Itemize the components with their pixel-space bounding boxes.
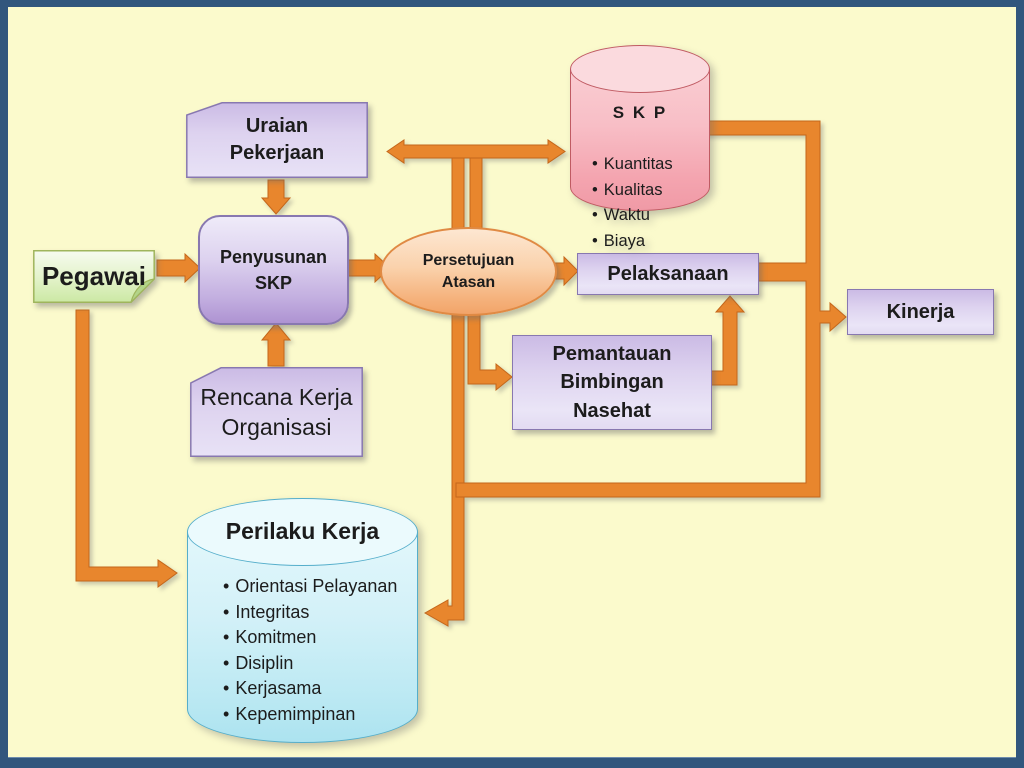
- skp-item-waktu: •Waktu: [592, 206, 650, 224]
- bullet-dot: •: [592, 155, 598, 173]
- perilaku-item-kepemimpinan: •Kepemimpinan: [223, 703, 356, 724]
- kinerja-label: Kinerja: [886, 300, 955, 323]
- node-persetujuan-atasan: Persetujuan Atasan: [380, 227, 557, 316]
- penyusunan-skp-label: Penyusunan SKP: [219, 247, 328, 293]
- cylinder-body: [187, 532, 418, 743]
- conn-uraian-penyusunan-arrow: [260, 179, 292, 215]
- bullet-dot: •: [592, 231, 598, 250]
- skp-bullet-list: •Kuantitas •Kualitas •Waktu •Biaya: [592, 152, 673, 254]
- persetujuan-atasan-label: Persetujuan Atasan: [422, 251, 515, 291]
- perilaku-kerja-title: Perilaku Kerja: [225, 518, 380, 544]
- bullet-dot: •: [223, 652, 230, 673]
- conn-uraian-skp-double-arrow: [386, 139, 566, 164]
- rencana-kerja-label: Rencana Kerja Organisasi: [200, 384, 353, 440]
- bullet-dot: •: [223, 627, 230, 647]
- pemantauan-label: Pemantauan Bimbingan Nasehat: [552, 342, 672, 422]
- conn-persetujuan-perilaku-elbow: [423, 307, 465, 627]
- node-skp-datastore: S K P •Kuantitas •Kualitas •Waktu •Biaya: [570, 45, 710, 250]
- skp-title: S K P: [612, 103, 668, 122]
- conn-skp-kinerja-feedback-spine: [455, 120, 847, 498]
- node-perilaku-kerja-datastore: Perilaku Kerja •Orientasi Pelayanan •Int…: [187, 498, 418, 743]
- conn-pegawai-penyusunan-arrow: [156, 252, 201, 284]
- cylinder-top: [187, 498, 418, 566]
- bullet-dot: •: [592, 180, 598, 199]
- conn-persetujuan-skp-stem: [469, 157, 483, 231]
- perilaku-bullet-list: •Orientasi Pelayanan •Integritas •Komitm…: [223, 574, 397, 727]
- skp-item-kualitas: •Kualitas: [592, 180, 663, 199]
- node-uraian-pekerjaan: Uraian Pekerjaan: [186, 102, 368, 178]
- node-penyusunan-skp: Penyusunan SKP: [198, 215, 349, 325]
- perilaku-item-integritas: •Integritas: [223, 601, 310, 622]
- conn-pegawai-perilaku-elbow: [75, 309, 178, 588]
- perilaku-item-orientasi: •Orientasi Pelayanan: [223, 576, 398, 596]
- conn-persetujuan-pemantauan-elbow: [467, 307, 513, 392]
- pegawai-label: Pegawai: [41, 261, 147, 291]
- node-pegawai: Pegawai: [33, 250, 155, 303]
- bullet-dot: •: [223, 576, 230, 596]
- bullet-dot: •: [223, 601, 230, 622]
- bullet-dot: •: [592, 206, 598, 224]
- node-rencana-kerja-organisasi: Rencana Kerja Organisasi: [190, 367, 363, 457]
- skp-item-biaya: •Biaya: [592, 231, 646, 250]
- conn-rencana-penyusunan-arrow: [260, 322, 292, 367]
- skp-item-kuantitas: •Kuantitas: [592, 155, 673, 173]
- snip-corner-shape: [190, 367, 363, 457]
- perilaku-item-kerjasama: •Kerjasama: [223, 678, 322, 698]
- perilaku-item-disiplin: •Disiplin: [223, 652, 294, 673]
- node-pemantauan-bimbingan-nasehat: Pemantauan Bimbingan Nasehat: [512, 335, 712, 430]
- conn-pemantauan-pelaksanaan-elbow: [709, 295, 746, 386]
- cylinder-top: [570, 45, 710, 93]
- bullet-dot: •: [223, 703, 230, 724]
- node-kinerja: Kinerja: [847, 289, 994, 335]
- perilaku-item-komitmen: •Komitmen: [223, 627, 317, 647]
- folded-corner-shape: [33, 250, 155, 303]
- pelaksanaan-label: Pelaksanaan: [607, 262, 729, 285]
- snip-corner-shape: [186, 102, 368, 178]
- bullet-dot: •: [223, 678, 230, 698]
- node-pelaksanaan: Pelaksanaan: [577, 253, 759, 295]
- conn-persetujuan-uraian-stem: [451, 157, 465, 231]
- uraian-pekerjaan-label: Uraian Pekerjaan: [229, 115, 325, 164]
